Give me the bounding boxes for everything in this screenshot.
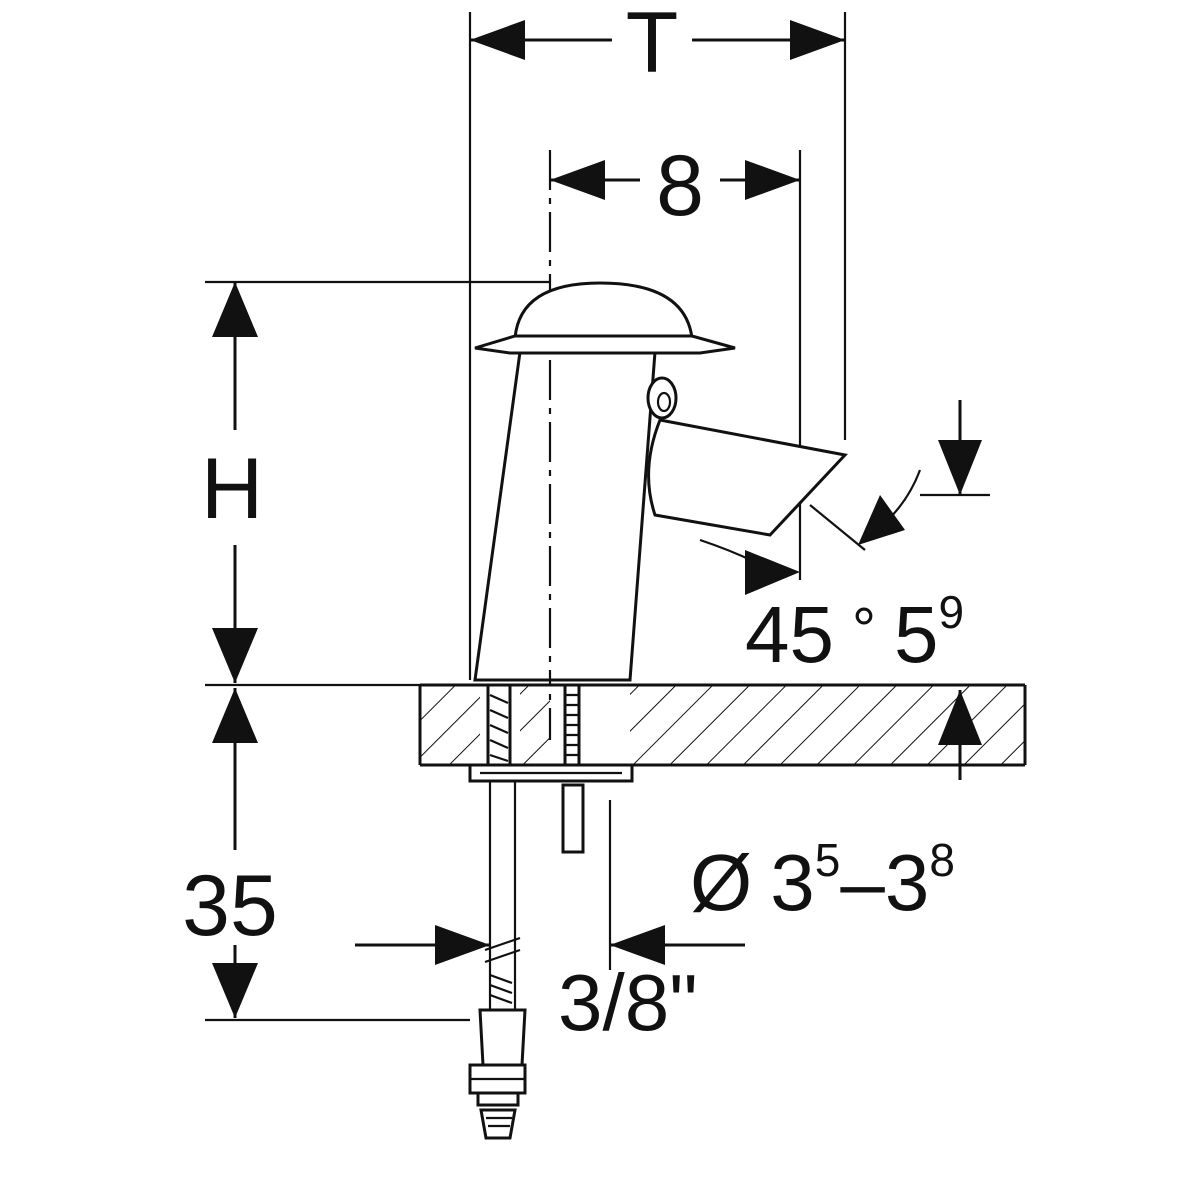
dimension-35: 35 bbox=[182, 688, 470, 1022]
label-8: 8 bbox=[656, 138, 704, 234]
label-35: 35 bbox=[182, 858, 278, 954]
mounting-parts bbox=[468, 683, 634, 1140]
faucet-cap bbox=[513, 281, 694, 340]
dimension-T: T bbox=[468, 0, 847, 680]
dimension-8: 8 bbox=[548, 138, 802, 740]
arrowhead bbox=[470, 20, 525, 60]
cap-brim bbox=[474, 334, 736, 355]
label-connection-size: 3/8" bbox=[558, 958, 698, 1047]
faucet-body bbox=[473, 350, 657, 682]
hose-nut bbox=[478, 1008, 527, 1067]
bolt bbox=[561, 783, 585, 854]
dimension-H: H bbox=[201, 280, 550, 687]
label-angle: 45°59 bbox=[745, 586, 964, 679]
knob-icon bbox=[646, 376, 678, 420]
arrowhead bbox=[790, 20, 845, 60]
label-H: H bbox=[201, 441, 263, 537]
label-T: T bbox=[626, 0, 679, 91]
faucet bbox=[473, 281, 848, 682]
dimension-angle: 45°59 bbox=[699, 400, 990, 780]
spout bbox=[647, 418, 848, 537]
